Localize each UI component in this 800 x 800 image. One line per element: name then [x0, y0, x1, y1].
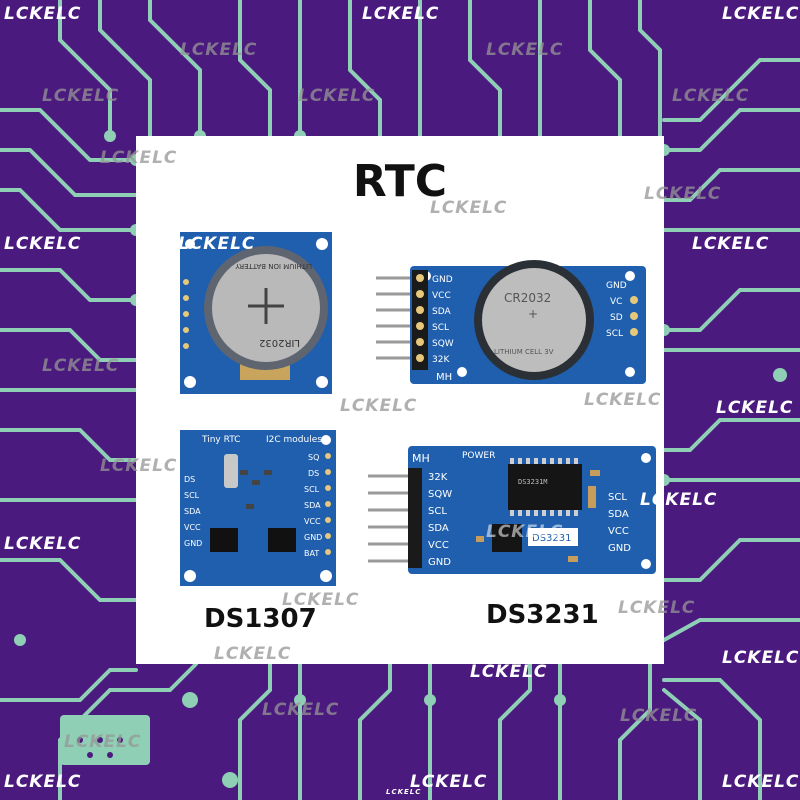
tiny-rtc-right-pin-7: BAT	[304, 549, 319, 558]
tiny-rtc-header: Tiny RTC	[201, 435, 240, 445]
tiny-rtc-pin-1: DS	[184, 475, 195, 484]
ds3231-silkscreen-label: DS3231	[532, 533, 572, 544]
ds3231-right-pin-1: SCL	[608, 492, 627, 503]
watermark: LCKELC	[618, 598, 696, 618]
tiny-rtc-pin-4: VCC	[184, 523, 201, 532]
ds3231-top-pin-1: GND	[432, 275, 453, 285]
ds3231-chip-mh-label: MH	[412, 452, 430, 465]
ds3231-chip-board: MH POWER 32K SQW SCL SDA VCC GND SCL SDA…	[368, 446, 656, 574]
ds3231-power-label: POWER	[462, 451, 495, 461]
ds3231-left-pin-2: SQW	[428, 489, 452, 500]
watermark: LCKELC	[584, 390, 662, 410]
ds3231-chip-text: DS3231M	[518, 478, 548, 486]
watermark: LCKELC	[4, 4, 82, 24]
watermark: LCKELC	[386, 788, 422, 796]
svg-text:+: +	[528, 307, 538, 321]
watermark: LCKELC	[672, 86, 750, 106]
ds3231-right-top-pin-3: SD	[610, 313, 623, 323]
product-panel: RTC LIR2032 LITHIUM ION BATTERY	[136, 136, 664, 664]
tiny-rtc-right-pin-6: GND	[304, 533, 322, 542]
watermark: LCKELC	[180, 40, 258, 60]
watermark: LCKELC	[716, 398, 794, 418]
ds3231-top-pin-3: SDA	[432, 307, 451, 317]
watermark: LCKELC	[4, 534, 82, 554]
ds3231-right-pin-3: VCC	[608, 526, 629, 537]
watermark: LCKELC	[410, 772, 488, 792]
ds3231-right-top-pin-2: VC	[610, 297, 622, 307]
watermark: LCKELC	[100, 148, 178, 168]
ds3231-left-pin-1: 32K	[428, 472, 448, 483]
ds3231-label: DS3231	[486, 600, 599, 630]
ds3231-battery-sub: LITHIUM CELL 3V	[494, 348, 554, 356]
watermark: LCKELC	[340, 396, 418, 416]
ds3231-top-pin-4: SCL	[432, 323, 449, 333]
watermark: LCKELC	[282, 590, 360, 610]
watermark: LCKELC	[486, 522, 564, 542]
ds3231-right-pin-2: SDA	[608, 509, 629, 520]
ds3231-right-pin-4: GND	[608, 543, 631, 554]
watermark: LCKELC	[100, 456, 178, 476]
tiny-rtc-right-pin-1: SQ	[308, 453, 319, 462]
tiny-rtc-pin-5: GND	[184, 539, 202, 548]
ds3231-left-pin-5: VCC	[428, 540, 449, 551]
watermark: LCKELC	[722, 4, 800, 24]
tiny-rtc-subheader: I2C modules	[266, 435, 322, 445]
watermark: LCKELC	[178, 234, 256, 254]
tiny-battery-sub: LITHIUM ION BATTERY	[235, 262, 312, 270]
watermark: LCKELC	[64, 732, 142, 752]
watermark: LCKELC	[430, 198, 508, 218]
ds1307-label: DS1307	[204, 604, 317, 634]
ds3231-right-top-pin-1: GND	[606, 281, 627, 291]
watermark: LCKELC	[42, 356, 120, 376]
watermark: LCKELC	[214, 644, 292, 664]
ds3231-battery-board: GND VCC SDA SCL SQW 32K GND VC SD SCL MH…	[376, 260, 646, 384]
ds3231-right-top-pin-4: SCL	[606, 329, 623, 339]
watermark: LCKELC	[4, 772, 82, 792]
tiny-rtc-pin-3: SDA	[184, 507, 201, 516]
watermark: LCKELC	[470, 662, 548, 682]
tiny-rtc-pin-2: SCL	[184, 491, 200, 500]
watermark: LCKELC	[722, 648, 800, 668]
watermark: LCKELC	[262, 700, 340, 720]
ds3231-mh-label: MH	[436, 372, 452, 383]
ds3231-top-pin-5: SQW	[432, 339, 454, 349]
panel-title: RTC	[352, 156, 448, 207]
tiny-rtc-battery-board: LIR2032 LITHIUM ION BATTERY	[180, 232, 332, 394]
ds3231-left-pin-3: SCL	[428, 506, 447, 517]
ds3231-battery-label: CR2032	[504, 291, 551, 305]
ds3231-left-pin-6: GND	[428, 557, 451, 568]
watermark: LCKELC	[644, 184, 722, 204]
ds3231-top-pin-2: VCC	[432, 291, 451, 301]
ds3231-top-pin-6: 32K	[432, 355, 450, 365]
tiny-rtc-right-pin-4: SDA	[304, 501, 321, 510]
watermark: LCKELC	[640, 490, 718, 510]
tiny-battery-label: LIR2032	[259, 337, 300, 348]
watermark: LCKELC	[42, 86, 120, 106]
tiny-rtc-right-pin-5: VCC	[304, 517, 321, 526]
watermark: LCKELC	[692, 234, 770, 254]
watermark: LCKELC	[362, 4, 440, 24]
tiny-rtc-front-board: Tiny RTC I2C modules DS SCL SDA VCC GND …	[180, 430, 336, 586]
watermark: LCKELC	[4, 234, 82, 254]
watermark: LCKELC	[620, 706, 698, 726]
watermark: LCKELC	[722, 772, 800, 792]
watermark: LCKELC	[486, 40, 564, 60]
watermark: LCKELC	[298, 86, 376, 106]
tiny-rtc-right-pin-3: SCL	[304, 485, 320, 494]
ds3231-left-pin-4: SDA	[428, 523, 449, 534]
tiny-rtc-right-pin-2: DS	[308, 469, 319, 478]
